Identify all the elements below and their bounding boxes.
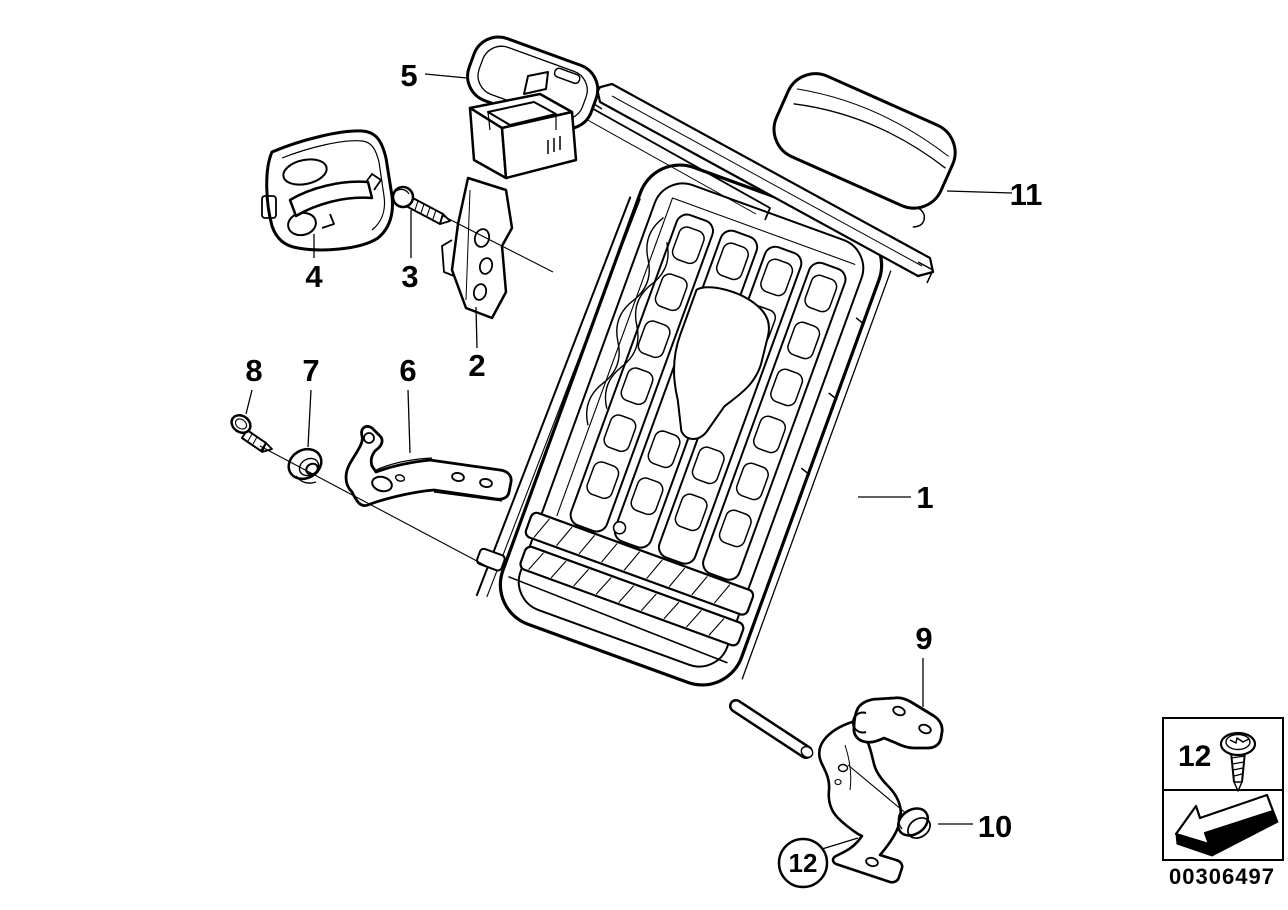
callout-1-label: 1 <box>916 480 933 515</box>
callout-9-label: 9 <box>915 621 932 656</box>
leader-2 <box>475 306 478 349</box>
callout-2-label: 2 <box>468 348 485 383</box>
part-1-pivot-rod <box>729 699 814 759</box>
legend-box: 12 <box>1162 717 1284 861</box>
screw-icon <box>1219 731 1257 792</box>
part-4-latch-trim-cover <box>261 129 394 252</box>
circled-callout-12: 12 <box>777 837 829 889</box>
part-1-top-rail <box>583 82 935 284</box>
circled-callout-12-label: 12 <box>789 848 818 878</box>
callout-7-label: 7 <box>302 353 319 388</box>
leader-lines <box>245 73 1013 850</box>
part-9-hinge-bracket-right <box>817 696 944 884</box>
part-2-latch-mechanism <box>441 71 578 320</box>
leader-12 <box>821 837 859 850</box>
callout-11-label: 11 <box>1010 177 1043 212</box>
part-11-headrest <box>772 72 957 228</box>
direction-arrow-icon <box>1174 793 1279 857</box>
leader-5 <box>424 73 468 79</box>
callout-3-label: 3 <box>401 259 418 294</box>
callout-8-label: 8 <box>245 353 262 388</box>
legend-item-number: 12 <box>1178 740 1211 773</box>
leader-8 <box>245 389 253 415</box>
callout-10-label: 10 <box>978 809 1012 844</box>
part-10-cap-plug <box>896 807 931 839</box>
leader-11 <box>946 190 1013 194</box>
assembly-axis-lines <box>259 215 554 569</box>
callout-4-label: 4 <box>305 259 323 294</box>
part-1-backrest-frame <box>475 163 892 687</box>
leader-7 <box>307 389 312 448</box>
leader-6 <box>407 389 411 454</box>
part-3-screw <box>391 185 451 225</box>
callout-6-label: 6 <box>399 353 416 388</box>
image-number: 00306497 <box>1169 864 1275 889</box>
callout-5-label: 5 <box>400 58 417 93</box>
part-6-hinge-bracket-left <box>344 425 513 508</box>
part-8-bearing-bolt <box>230 414 273 453</box>
